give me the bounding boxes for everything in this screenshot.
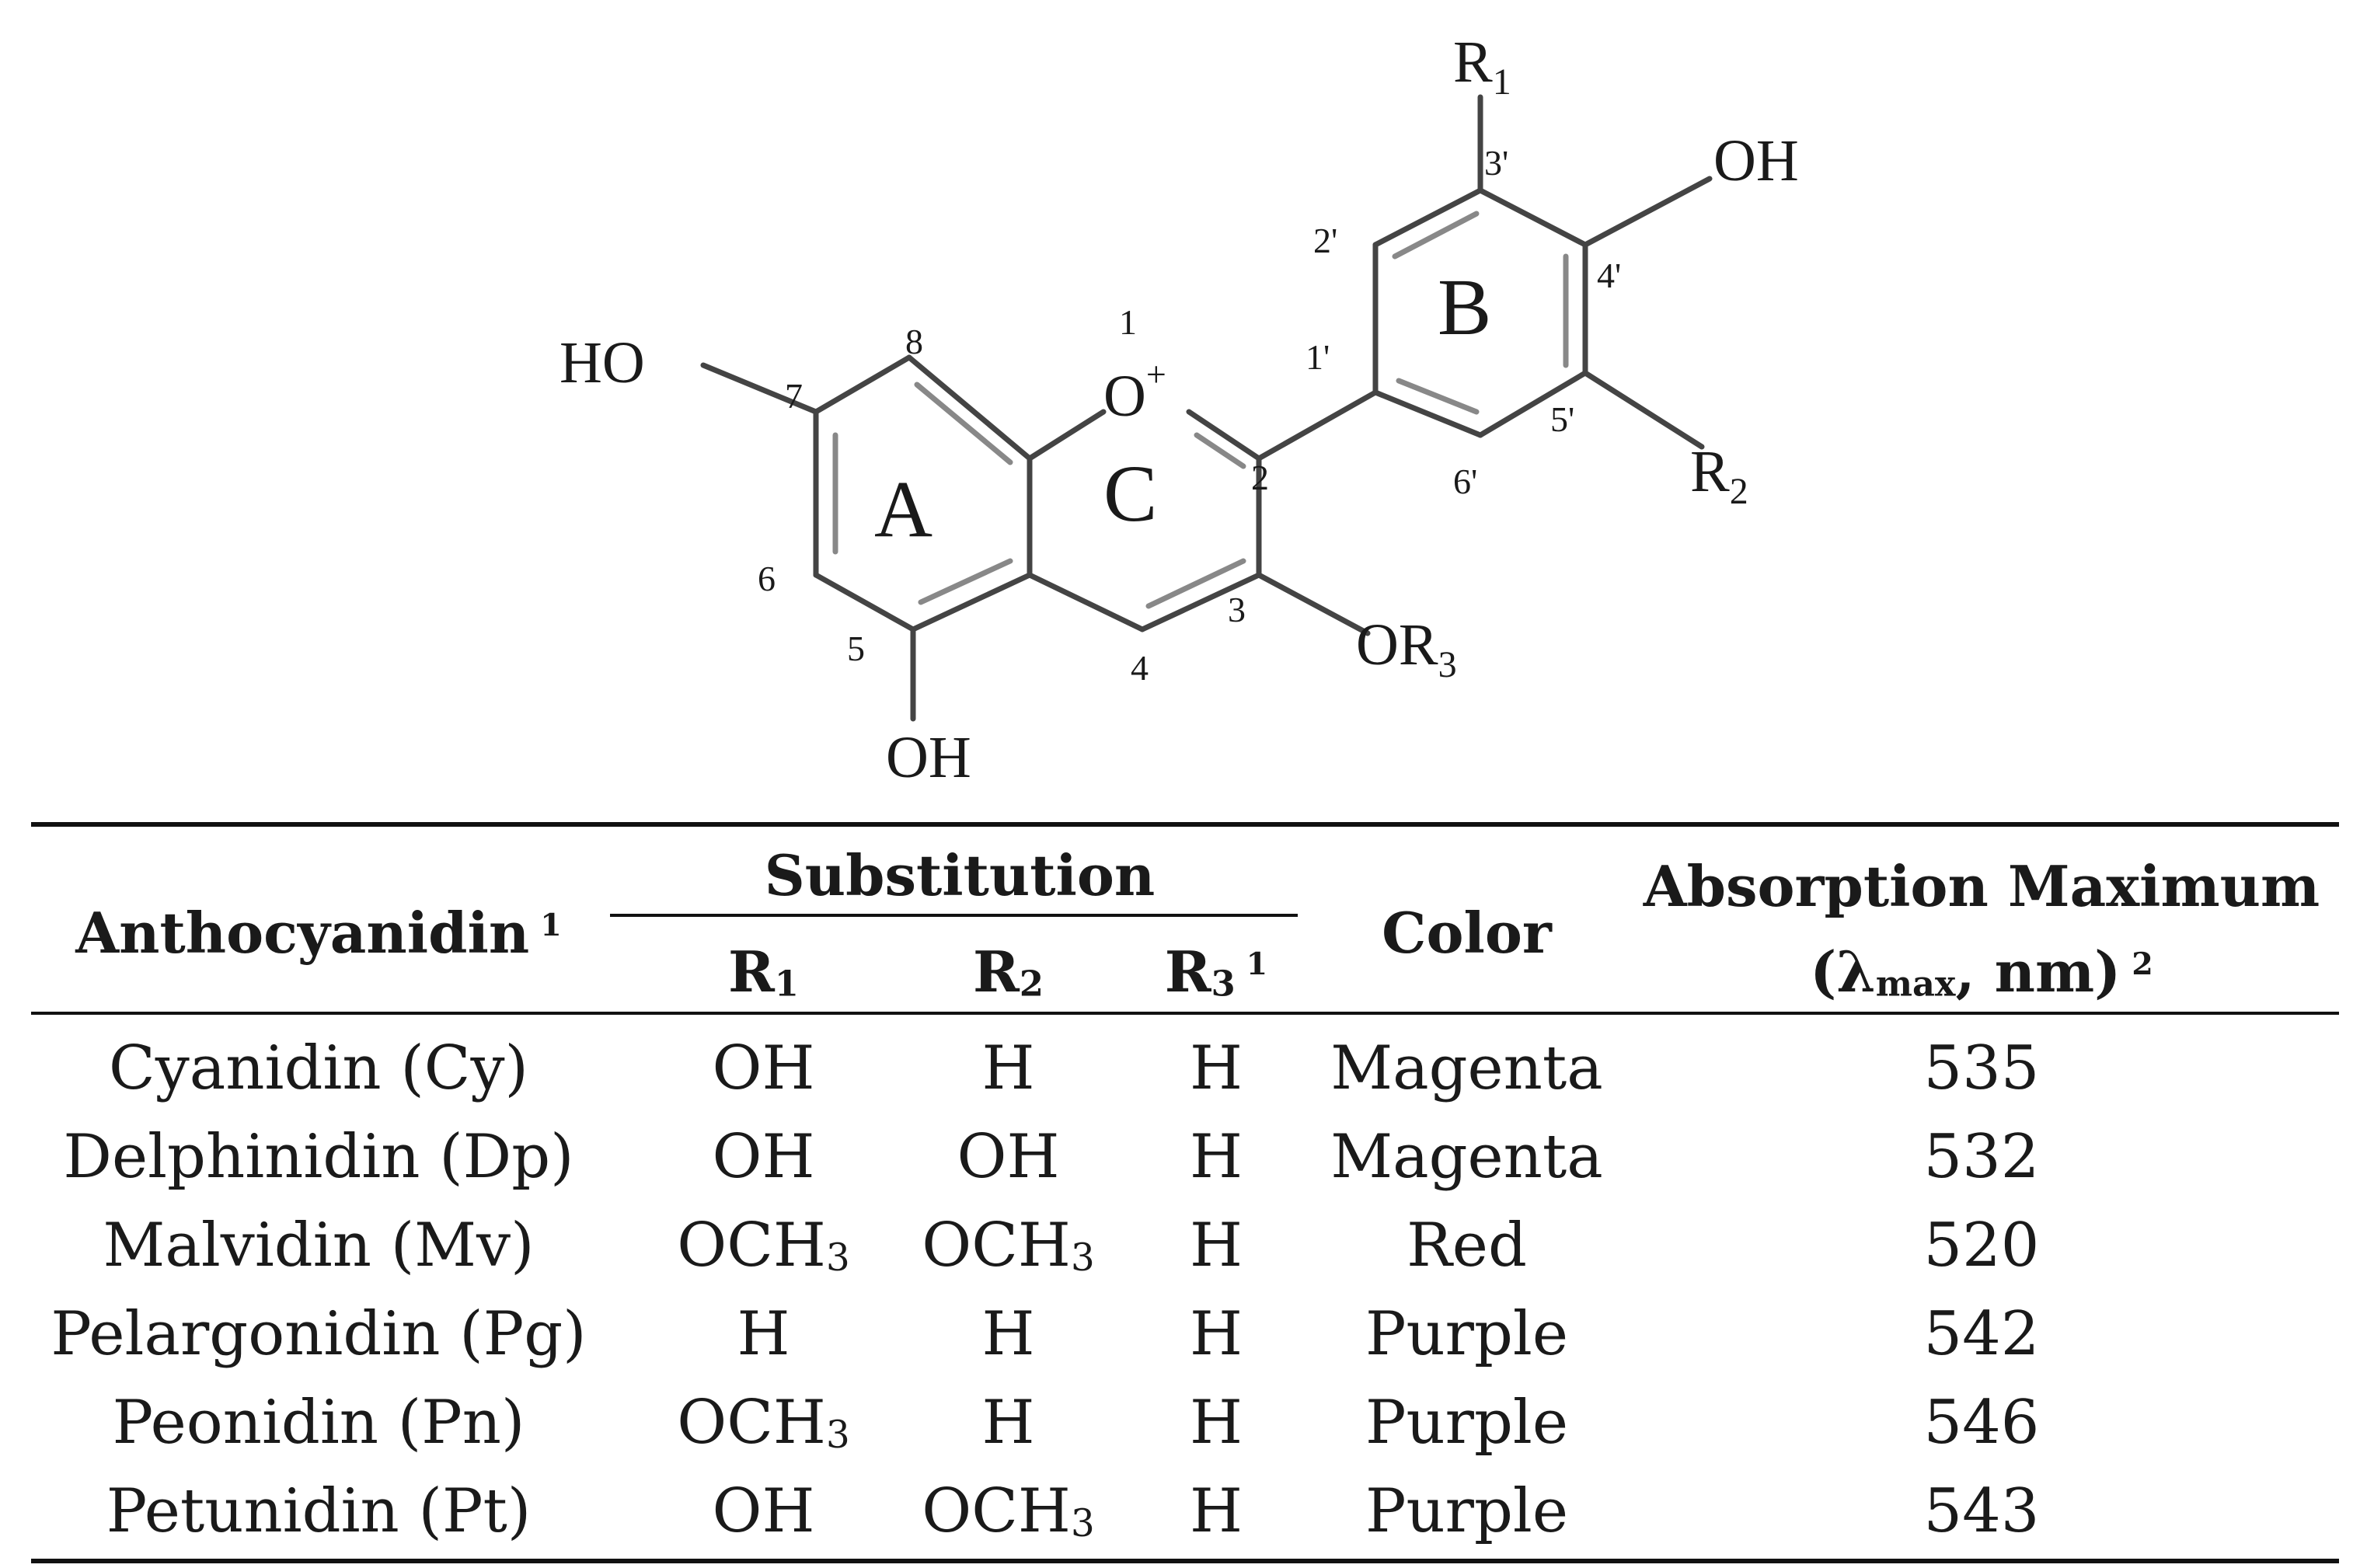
cell-lmax: 543 (1923, 1476, 2040, 1546)
cell-r3: H (1189, 1476, 1243, 1546)
position-7: 7 (785, 376, 803, 416)
cell-r2: OCH3 (922, 1476, 1095, 1546)
position-3-prime: 3' (1484, 143, 1508, 183)
position-2: 2 (1251, 458, 1269, 497)
position-3: 3 (1228, 590, 1246, 629)
ring-a-label: A (874, 465, 932, 554)
cell-color: Red (1407, 1211, 1527, 1281)
header-absorption-units: (λmax, nm)2 (1810, 939, 2153, 1005)
anthocyanidin-structure: R1 OH HO OH R2 OR3 O+ A B C 1 2 3 4 5 6 … (559, 30, 1799, 790)
position-4: 4 (1131, 648, 1149, 688)
cell-color: Magenta (1330, 1033, 1603, 1103)
header-absorption: Absorption Maximum (1643, 853, 2320, 919)
cell-name: Petunidin (Pt) (106, 1476, 532, 1546)
position-2-prime: 2' (1313, 221, 1337, 260)
position-1: 1 (1119, 302, 1137, 342)
header-substitution: Substitution (764, 842, 1156, 908)
cell-r2: H (981, 1033, 1035, 1103)
cell-color: Magenta (1330, 1122, 1603, 1192)
position-6-prime: 6' (1453, 462, 1477, 501)
cell-name: Malvidin (Mv) (103, 1211, 535, 1281)
oxonium-label: O+ (1103, 354, 1166, 429)
cell-r1: OCH3 (677, 1388, 850, 1458)
header-color: Color (1382, 900, 1552, 966)
cell-r1: OH (712, 1122, 815, 1192)
cell-r1: H (737, 1299, 790, 1369)
cell-color: Purple (1365, 1476, 1569, 1546)
table-top-rule (31, 822, 2339, 827)
oh-top-label: OH (1713, 128, 1799, 193)
cell-lmax: 535 (1923, 1033, 2040, 1103)
cell-color: Purple (1365, 1299, 1569, 1369)
r1-label: R1 (1453, 30, 1511, 103)
oh-bottom-label: OH (886, 725, 971, 790)
cell-r2: H (981, 1299, 1035, 1369)
cell-r1: OH (712, 1476, 815, 1546)
cell-lmax: 546 (1923, 1388, 2040, 1458)
header-r2: R2 (973, 939, 1044, 1005)
cell-r2: OH (957, 1122, 1060, 1192)
cell-r3: H (1189, 1122, 1243, 1192)
ring-c-label: C (1103, 449, 1157, 538)
substitution-rule (610, 914, 1298, 917)
cell-lmax: 532 (1923, 1122, 2040, 1192)
cell-lmax: 542 (1923, 1299, 2040, 1369)
cell-r2: OCH3 (922, 1211, 1095, 1281)
header-r1: R1 (728, 939, 799, 1005)
cell-r3: H (1189, 1211, 1243, 1281)
cell-color: Purple (1365, 1388, 1569, 1458)
or3-label: OR3 (1356, 612, 1457, 685)
cell-r2: H (981, 1388, 1035, 1458)
position-4-prime: 4' (1597, 256, 1621, 295)
cell-r3: H (1189, 1033, 1243, 1103)
position-8: 8 (905, 322, 923, 361)
header-bottom-rule (31, 1012, 2339, 1015)
cell-r3: H (1189, 1388, 1243, 1458)
cell-r3: H (1189, 1299, 1243, 1369)
r2-label: R2 (1690, 439, 1748, 512)
position-5-prime: 5' (1550, 399, 1574, 439)
position-1-prime: 1' (1305, 337, 1330, 377)
ho-left-label: HO (559, 330, 645, 395)
position-5: 5 (847, 629, 865, 668)
position-6: 6 (758, 559, 776, 598)
table-bottom-rule (31, 1559, 2339, 1563)
cell-name: Peonidin (Pn) (112, 1388, 525, 1458)
cell-name: Pelargonidin (Pg) (51, 1299, 587, 1369)
cell-r1: OCH3 (677, 1211, 850, 1281)
bond-lines (700, 94, 1713, 722)
cell-lmax: 520 (1923, 1211, 2040, 1281)
ring-b-label: B (1438, 263, 1491, 352)
cell-name: Cyanidin (Cy) (109, 1033, 528, 1103)
cell-name: Delphinidin (Dp) (63, 1122, 574, 1192)
cell-r1: OH (712, 1033, 815, 1103)
